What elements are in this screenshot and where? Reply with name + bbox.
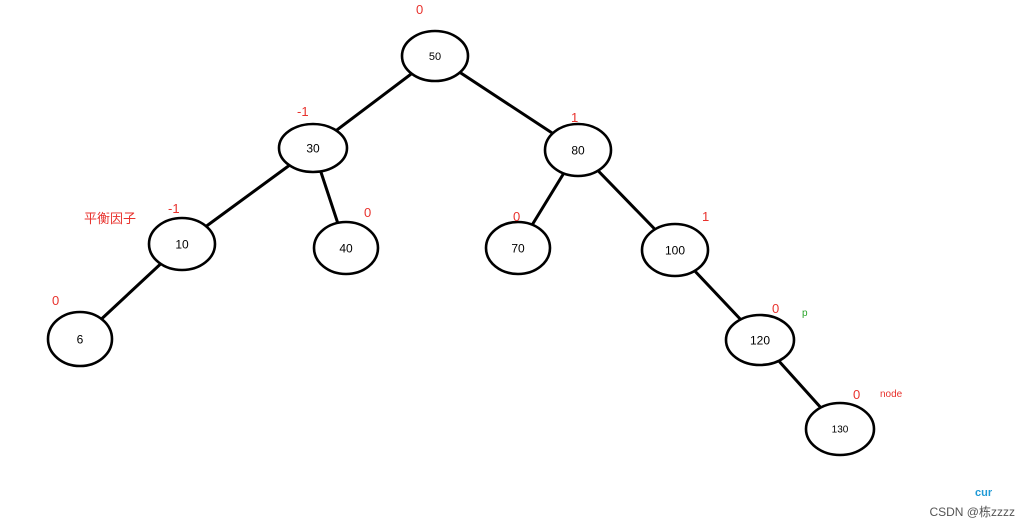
node-value-label: 80 — [571, 143, 585, 157]
node-value-label: 130 — [832, 425, 849, 436]
node-value-label: 30 — [306, 141, 320, 155]
tree-node-50: 50 0 — [400, 2, 470, 83]
node-circle — [724, 313, 796, 367]
node-value-label: 120 — [750, 333, 770, 347]
node-circle — [46, 310, 114, 368]
annotations-layer: 平衡因子 p node cur — [84, 211, 993, 499]
balance-factor-annotation: 平衡因子 — [84, 211, 136, 226]
tree-node-40: 40 0 — [312, 205, 380, 276]
tree-node-70: 70 0 — [484, 209, 552, 276]
balance-factor-label: 0 — [853, 387, 860, 402]
node-circle — [400, 29, 470, 83]
balance-factor-label: 0 — [364, 205, 371, 220]
p-pointer-annotation: p — [802, 308, 808, 319]
balance-factor-label: 1 — [571, 110, 578, 125]
node-value-label: 70 — [511, 241, 525, 255]
node-circle — [640, 222, 710, 278]
node-value-label: 40 — [339, 241, 353, 255]
balance-factor-label: -1 — [168, 201, 180, 216]
balance-factor-label: 0 — [513, 209, 520, 224]
node-circle — [543, 122, 613, 178]
node-circle — [277, 122, 349, 174]
node-pointer-annotation: node — [880, 389, 903, 400]
tree-node-30: 30 -1 — [277, 104, 349, 174]
tree-node-100: 100 1 — [640, 209, 710, 278]
balance-factor-label: 0 — [772, 301, 779, 316]
tree-node-130: 130 0 — [804, 387, 876, 457]
balance-factor-label: 1 — [702, 209, 709, 224]
tree-node-120: 120 0 — [724, 301, 796, 367]
node-circle — [312, 220, 380, 276]
tree-node-6: 60 — [46, 293, 114, 368]
balance-factor-label: -1 — [297, 104, 309, 119]
balance-factor-label: 0 — [52, 293, 59, 308]
node-value-label: 6 — [77, 332, 84, 346]
cur-pointer-annotation: cur — [975, 487, 993, 499]
csdn-watermark: CSDN @栋zzzz — [929, 505, 1015, 519]
node-value-label: 50 — [429, 51, 441, 63]
balance-factor-label: 0 — [416, 2, 423, 17]
tree-node-10: 10 -1 — [147, 201, 217, 272]
node-value-label: 100 — [665, 243, 685, 257]
node-value-label: 10 — [175, 237, 189, 251]
node-circle — [804, 401, 876, 457]
node-circle — [484, 220, 552, 276]
node-circle — [147, 216, 217, 272]
tree-node-80: 80 1 — [543, 110, 613, 178]
